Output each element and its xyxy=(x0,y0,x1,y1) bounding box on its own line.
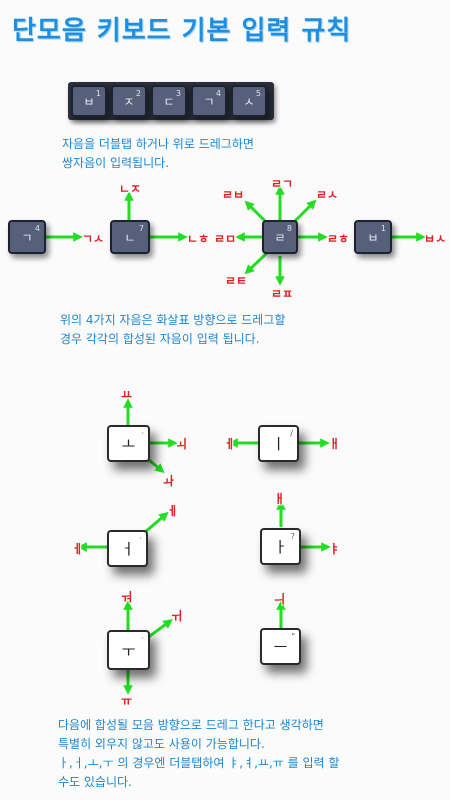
result-vowel-oe: ㅚ xyxy=(176,437,188,451)
description-line: 위의 4가지 자음은 화살표 방향으로 드레그할 xyxy=(60,313,286,327)
description-vowel: 다음에 합성될 모음 방향으로 드레그 한다고 생각하면 특별히 외우지 않고도… xyxy=(58,716,438,792)
result-rieul-mieum: ㄹㅁ xyxy=(214,232,237,246)
key-number: 5 xyxy=(255,89,261,98)
key-giyeok[interactable]: ㄱ 4 xyxy=(191,85,227,117)
result-rieul-pieup: ㄹㅍ xyxy=(271,287,294,301)
result-vowel-e-upright: ㅔ xyxy=(167,504,179,518)
result-vowel-e-left: ㅔ xyxy=(224,437,236,451)
key-mark: · xyxy=(141,634,144,643)
result-vowel-ae: ㅐ xyxy=(329,437,341,451)
result-vowel-ya: ㅑ xyxy=(329,542,341,556)
result-rieul-tieut: ㄹㅌ xyxy=(225,274,248,288)
result-vowel-wa: ㅘ xyxy=(163,474,175,488)
result-rieul-hieut: ㄹㅎ xyxy=(327,232,350,246)
key-label: ㅡ xyxy=(273,638,288,656)
description-line: 자음을 더블탭 하거나 위로 드레그하면 xyxy=(62,137,254,151)
key-vowel-a[interactable]: ㅏ ? xyxy=(260,528,301,565)
key-vowel-eo[interactable]: ㅓ · xyxy=(107,530,148,567)
key-vowel-u[interactable]: ㅜ · xyxy=(107,630,150,670)
key-rieul-compound[interactable]: ㄹ 8 xyxy=(262,220,298,254)
result-nieun-jieut: ㄴㅈ xyxy=(119,182,142,196)
key-label: ㅂ xyxy=(367,230,379,245)
result-rieul-bieup: ㄹㅂ xyxy=(222,188,245,202)
description-line: 특별히 외우지 않고도 사용이 가능합니다. xyxy=(58,737,265,751)
result-rieul-siot: ㄹㅅ xyxy=(316,188,339,202)
key-mark: " xyxy=(291,632,295,641)
key-digeut[interactable]: ㄷ 3 xyxy=(151,85,187,117)
key-number: 4 xyxy=(34,224,40,233)
key-label: ㅓ xyxy=(120,540,135,558)
key-number: 4 xyxy=(215,89,221,98)
description-compound-consonant: 위의 4가지 자음은 화살표 방향으로 드레그할 경우 각각의 합성된 자음이 … xyxy=(60,311,390,349)
result-vowel-yo: ㅛ xyxy=(121,388,133,402)
result-vowel-ui: ㅢ xyxy=(274,592,286,606)
key-label: ㅂ xyxy=(83,94,95,109)
key-nieun-compound[interactable]: ㄴ 7 xyxy=(110,220,150,254)
key-bieup-compound[interactable]: ㅂ 1 xyxy=(354,220,392,254)
result-vowel-wo: ㅝ xyxy=(121,590,133,604)
key-number: 2 xyxy=(135,89,141,98)
key-mark: ? xyxy=(290,532,295,541)
key-vowel-i[interactable]: ㅣ / xyxy=(258,425,299,462)
result-bieup-siot: ㅂㅅ xyxy=(424,232,447,246)
key-number: 1 xyxy=(95,89,101,98)
key-label: ㄷ xyxy=(163,94,175,109)
key-label: ㄹ xyxy=(274,230,286,245)
description-line: 경우 각각의 합성된 자음이 입력 됩니다. xyxy=(60,332,260,346)
key-mark: · xyxy=(139,534,142,543)
key-vowel-eu[interactable]: ㅡ " xyxy=(260,628,301,665)
result-vowel-yu: ㅠ xyxy=(121,694,133,708)
result-giyeok-siot: ㄱㅅ xyxy=(82,232,105,246)
key-number: 1 xyxy=(380,224,386,233)
key-jieut[interactable]: ㅈ 2 xyxy=(111,85,147,117)
key-label: ㅅ xyxy=(243,94,255,109)
result-vowel-wi: ㅟ xyxy=(171,609,183,623)
key-label: ㅜ xyxy=(121,641,136,660)
key-bieup[interactable]: ㅂ 1 xyxy=(71,85,107,117)
key-label: ㅗ xyxy=(121,435,136,453)
key-label: ㅏ xyxy=(273,538,288,556)
description-line: ㅏ,ㅓ,ㅗ,ㅜ 의 경우엔 더블탭하여 ㅑ,ㅕ,ㅛ,ㅠ 를 입력 할 xyxy=(58,756,340,770)
key-vowel-o[interactable]: ㅗ · xyxy=(107,425,150,462)
description-line: 쌍자음이 입력됩니다. xyxy=(62,156,169,170)
result-nieun-hieut: ㄴㅎ xyxy=(187,232,210,246)
key-label: ㄴ xyxy=(124,230,136,245)
description-line: 수도 있습니다. xyxy=(58,775,132,789)
result-rieul-giyeok: ㄹㄱ xyxy=(271,177,294,191)
page-title: 단모음 키보드 기본 입력 규칙 xyxy=(12,16,352,46)
result-vowel-e-left2: ㅔ xyxy=(72,542,84,556)
key-label: ㅈ xyxy=(123,94,135,109)
key-mark: · xyxy=(141,429,144,438)
key-number: 7 xyxy=(138,224,144,233)
description-line: 다음에 합성될 모음 방향으로 드레그 한다고 생각하면 xyxy=(58,718,324,732)
description-double-consonant: 자음을 더블탭 하거나 위로 드레그하면 쌍자음이 입력됩니다. xyxy=(62,135,362,173)
key-giyeok-compound[interactable]: ㄱ 4 xyxy=(8,220,46,254)
key-label: ㄱ xyxy=(203,94,215,109)
key-mark: / xyxy=(290,429,293,438)
key-number: 3 xyxy=(175,89,181,98)
key-label: ㅣ xyxy=(271,435,286,453)
key-label: ㄱ xyxy=(21,230,33,245)
key-siot[interactable]: ㅅ 5 xyxy=(231,85,267,117)
result-vowel-ae-up: ㅐ xyxy=(274,492,286,506)
key-number: 8 xyxy=(286,224,292,233)
